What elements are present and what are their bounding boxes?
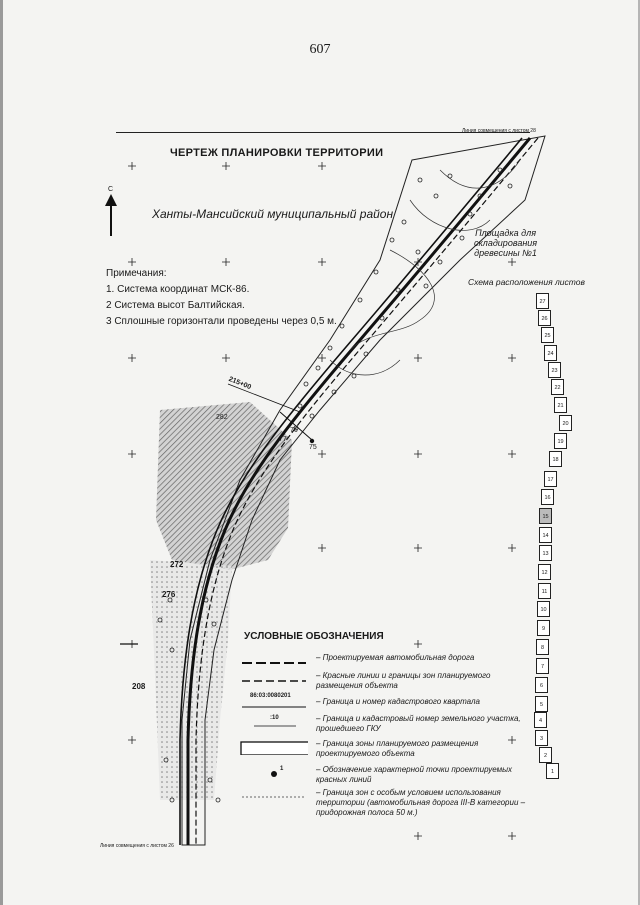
sheet-box: 9 (537, 620, 550, 636)
page-number: 607 (309, 42, 331, 57)
north-label: С (108, 186, 114, 193)
sheet-box: 24 (544, 345, 557, 361)
red-lines-symbol-icon (242, 680, 306, 682)
sheet-box: 4 (534, 712, 547, 728)
site-label-line: складирования (474, 238, 538, 248)
sheet-box: 6 (535, 677, 548, 693)
legend-text: – Красные линии и границы зон планируемо… (316, 671, 491, 690)
legend-row: 86:03:0080201 – Граница и номер кадастро… (240, 693, 530, 719)
parcel-code: :10 (270, 715, 279, 721)
note-item: 3 Сплошные горизонтали проведены через 0… (106, 316, 337, 327)
legend-text: – Граница зон с особым условием использо… (316, 788, 526, 817)
sheet-box: 21 (554, 397, 567, 413)
sheet-box: 11 (538, 583, 551, 599)
sheet-box: 12 (538, 564, 551, 580)
sheet-box: 3 (535, 730, 548, 746)
point-label: 77 (279, 436, 287, 443)
legend-row: 1 – Обозначение характерной точки проект… (240, 765, 530, 791)
picket-line (227, 383, 301, 413)
sheet-top-note: Линия совмещения с листом 28 (462, 128, 536, 134)
hatched-area (156, 402, 292, 570)
note-item: 2 Система высот Балтийская. (106, 300, 245, 311)
zone-boundary (181, 135, 546, 846)
point-label: 76 (290, 427, 298, 434)
site-label-line: Площадка для (475, 228, 537, 238)
sheet-box: 25 (541, 327, 554, 343)
sheet-box: 27 (536, 293, 549, 309)
contour-line (349, 249, 435, 351)
scan-right-edge (638, 0, 640, 905)
legend-text: – Проектируемая автомобильная дорога (316, 653, 475, 662)
drawing-title: ЧЕРТЕЖ ПЛАНИРОВКИ ТЕРРИТОРИИ (170, 147, 384, 159)
point-label: 75 (309, 444, 317, 451)
point-symbol-icon (271, 771, 277, 777)
legend-text: – Обозначение характерной точки проектир… (316, 765, 513, 784)
contour-line (329, 359, 401, 376)
legend-row: – Граница зоны планируемого размещения п… (240, 739, 530, 765)
legend-title: УСЛОВНЫЕ ОБОЗНАЧЕНИЯ (244, 631, 384, 642)
note-item: 1. Система координат МСК-86. (106, 284, 250, 295)
sheet-box: 10 (537, 601, 550, 617)
sheet-box: 17 (544, 471, 557, 487)
grid-crosses (128, 162, 516, 840)
north-arrow-shaft (110, 196, 112, 236)
legend-row: – Красные линии и границы зон планируемо… (240, 671, 530, 697)
sheet-box: 23 (548, 362, 561, 378)
legend-row: – Проектируемая автомобильная дорога (240, 653, 530, 679)
sheet-box: 1 (546, 763, 559, 779)
sheet-box: 14 (539, 527, 552, 543)
zone-symbol-icon (240, 741, 308, 755)
sheet-frame-top (116, 132, 530, 133)
sheet-box-highlighted: 15 (539, 508, 552, 524)
point-label: 208 (132, 682, 146, 691)
control-line (279, 411, 313, 441)
region-name: Ханты-Мансийский муниципальный район (152, 207, 394, 221)
sheet-box: 8 (536, 639, 549, 655)
sheet-box: 26 (538, 310, 551, 326)
sheet-box: 13 (539, 545, 552, 561)
sheet-box: 16 (541, 489, 554, 505)
road-line (186, 137, 532, 845)
sheet-box: 5 (535, 696, 548, 712)
parcel-symbol-icon (254, 725, 296, 727)
sheet-box: 19 (554, 433, 567, 449)
special-zone-symbol-icon (242, 796, 306, 798)
sheet-box: 18 (549, 451, 562, 467)
north-arrow: С (104, 186, 118, 242)
sheet-box: 7 (536, 658, 549, 674)
notes-block: Примечания: 1. Система координат МСК-86.… (106, 266, 337, 330)
contour-line (409, 199, 491, 231)
legend-text: – Граница и номер кадастрового квартала (316, 697, 481, 706)
sheet-box: 20 (559, 415, 572, 431)
quarter-symbol-icon (242, 706, 306, 708)
legend-text: – Граница зоны планируемого размещения п… (316, 739, 479, 758)
tree-markers (157, 167, 513, 803)
sheet-box: 2 (539, 747, 552, 763)
point-label: 282 (216, 414, 228, 421)
legend-text: – Граница и кадастровый номер земельного… (316, 714, 521, 733)
notes-heading: Примечания: (106, 268, 167, 279)
legend-row: – Граница зон с особым условием использо… (240, 788, 530, 824)
quarter-code: 86:03:0080201 (250, 693, 291, 699)
sheet-box: 22 (551, 379, 564, 395)
point-code: 1 (280, 766, 284, 772)
sheet-bottom-note: Линия совмещения с листом 26 (100, 843, 174, 849)
road-line (195, 137, 539, 845)
point-label: 272 (170, 560, 184, 569)
road-symbol-icon (242, 662, 306, 664)
scan-left-edge (0, 0, 3, 905)
legend-row: :10 – Граница и кадастровый номер земель… (240, 714, 530, 740)
site-label: Площадка для складирования древесины №1 (474, 228, 537, 258)
road-line (179, 137, 523, 845)
point-label: 276 (162, 590, 176, 599)
control-point (309, 438, 315, 444)
sheet-scheme-title: Схема расположения листов (468, 277, 585, 287)
site-label-line: древесины №1 (474, 248, 537, 258)
